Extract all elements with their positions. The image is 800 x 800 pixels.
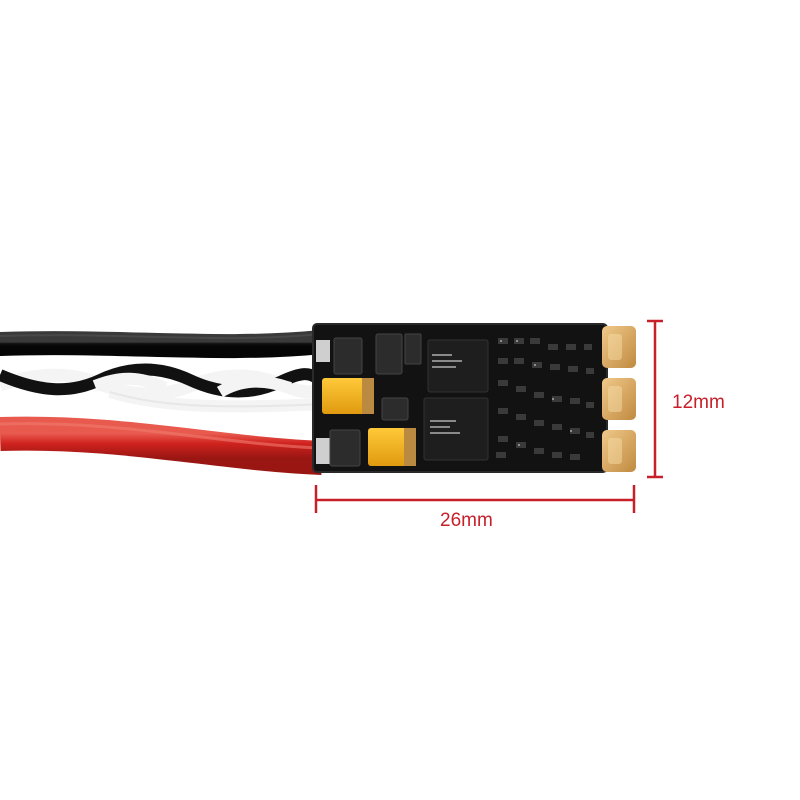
red-wire [0, 416, 323, 475]
width-dimension-label: 26mm [440, 510, 493, 531]
capacitor [368, 428, 416, 466]
esc-circuit-board [312, 323, 636, 473]
black-wire [0, 330, 334, 359]
motor-pads [602, 326, 636, 472]
width-dimension-line [314, 485, 636, 513]
capacitor [322, 378, 374, 414]
height-dimension-label: 12mm [672, 392, 725, 413]
height-dimension-line [647, 319, 663, 479]
twisted-signal-wires [0, 363, 325, 413]
